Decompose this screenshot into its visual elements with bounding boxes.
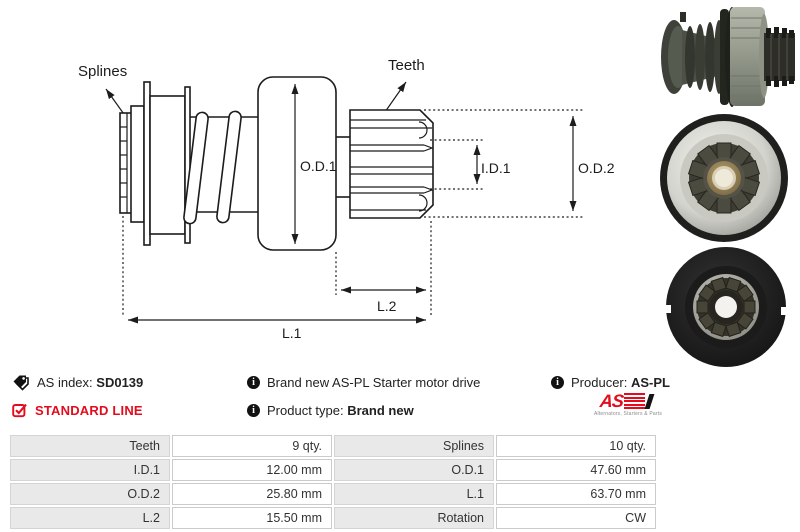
producer-item: i Producer: AS-PL — [551, 375, 670, 390]
dimension-l1: L.1 — [122, 216, 426, 341]
spec-value: 25.80 mm — [172, 483, 332, 505]
teeth-leader-arrow — [384, 81, 407, 113]
od1-label: O.D.1 — [300, 158, 337, 174]
product-photo-rear-view[interactable] — [650, 246, 800, 372]
spec-value: CW — [496, 507, 656, 529]
spec-label: O.D.1 — [334, 459, 494, 481]
info-icon: i — [247, 376, 260, 389]
as-pl-logo: AS Alternators, Starters & Parts — [594, 391, 663, 417]
table-row: L.2 15.50 mm Rotation CW — [10, 507, 656, 529]
table-row: I.D.1 12.00 mm O.D.1 47.60 mm — [10, 459, 656, 481]
splines-callout-label: Splines — [78, 63, 127, 80]
dimension-od1: O.D.1 — [291, 84, 337, 244]
dimension-od2: O.D.2 — [424, 109, 615, 218]
id1-label: I.D.1 — [481, 160, 511, 176]
producer-text: Producer: AS-PL — [571, 375, 670, 390]
spec-label: Rotation — [334, 507, 494, 529]
od2-label: O.D.2 — [578, 160, 615, 176]
spec-table: Teeth 9 qty. Splines 10 qty. I.D.1 12.00… — [8, 433, 658, 531]
standard-line-badge: STANDARD LINE — [12, 402, 143, 418]
table-row: Teeth 9 qty. Splines 10 qty. — [10, 435, 656, 457]
spec-label: Teeth — [10, 435, 170, 457]
product-photo-side-view[interactable] — [650, 0, 800, 113]
spec-label: O.D.2 — [10, 483, 170, 505]
product-photo-front-view[interactable] — [650, 112, 800, 246]
as-pl-logo-stripes — [624, 393, 645, 409]
product-type-item: i Product type: Brand new — [247, 403, 414, 418]
as-pl-logo-tagline: Alternators, Starters & Parts — [594, 411, 663, 417]
as-index-text: AS index: SD0139 — [37, 375, 144, 390]
spec-label: L.1 — [334, 483, 494, 505]
spec-value: 10 qty. — [496, 435, 656, 457]
as-pl-logo-slash — [644, 393, 655, 409]
producer-value: AS-PL — [631, 375, 670, 390]
l1-label: L.1 — [282, 325, 302, 341]
dimension-id1: I.D.1 — [430, 139, 511, 190]
technical-drawing: Splines Teeth — [78, 57, 615, 341]
teeth-callout-label: Teeth — [388, 57, 425, 74]
info-icon: i — [551, 376, 564, 389]
starter-drive-outline — [119, 76, 434, 251]
l2-label: L.2 — [377, 298, 397, 314]
table-row: O.D.2 25.80 mm L.1 63.70 mm — [10, 483, 656, 505]
description-text: Brand new AS-PL Starter motor drive — [267, 375, 481, 390]
spec-label: Splines — [334, 435, 494, 457]
spec-value: 15.50 mm — [172, 507, 332, 529]
info-icon: i — [247, 404, 260, 417]
checkbox-checked-icon — [12, 403, 27, 418]
spec-value: 12.00 mm — [172, 459, 332, 481]
dimension-l2: L.2 — [335, 221, 432, 317]
spec-value: 63.70 mm — [496, 483, 656, 505]
as-pl-logo-text: AS — [598, 391, 625, 411]
tag-icon — [13, 375, 29, 391]
as-index-item: AS index: SD0139 — [12, 374, 143, 391]
spec-value: 9 qty. — [172, 435, 332, 457]
spec-label: L.2 — [10, 507, 170, 529]
product-type-value: Brand new — [347, 403, 414, 418]
spec-label: I.D.1 — [10, 459, 170, 481]
description-item: i Brand new AS-PL Starter motor drive — [247, 375, 480, 390]
standard-line-label: STANDARD LINE — [35, 402, 143, 418]
product-type-text: Product type: Brand new — [267, 403, 414, 418]
spec-value: 47.60 mm — [496, 459, 656, 481]
as-index-value: SD0139 — [96, 375, 144, 390]
